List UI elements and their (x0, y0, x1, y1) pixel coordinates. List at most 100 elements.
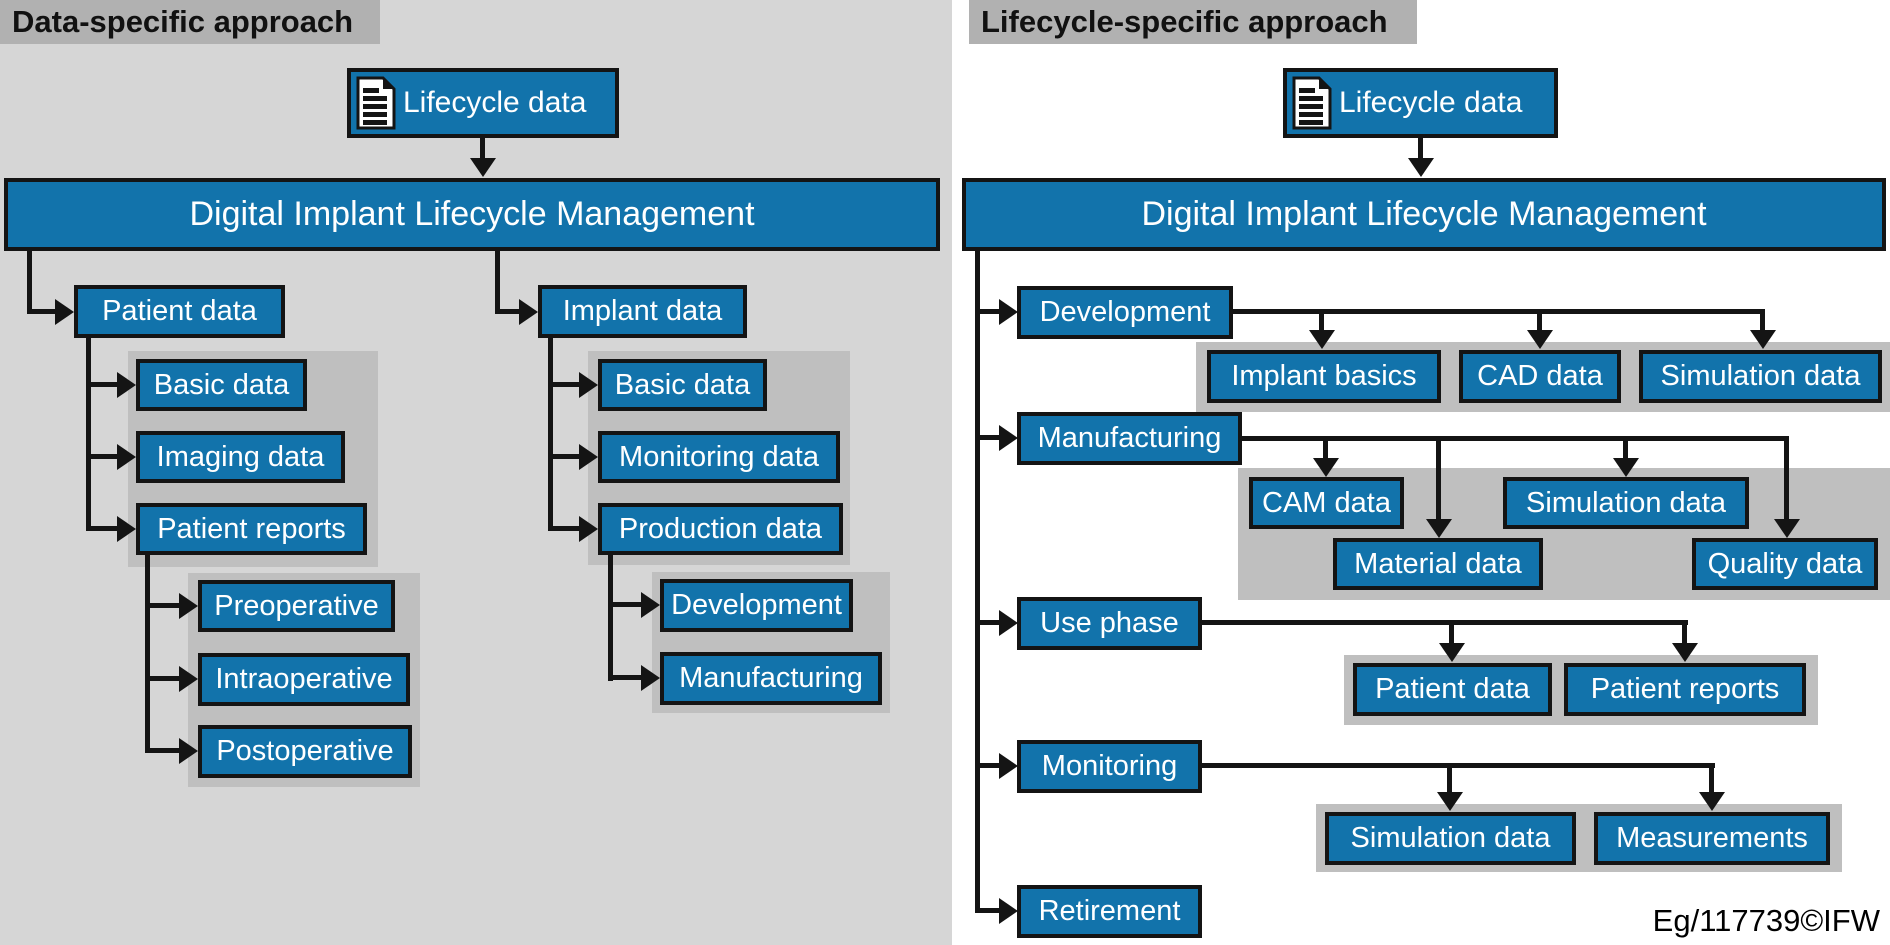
arrow-down (1527, 330, 1553, 349)
arrow-right (179, 666, 198, 692)
connector-line (1449, 623, 1454, 643)
arrow-down (1437, 792, 1463, 811)
arrow-down (1408, 158, 1434, 177)
node-lifecycle-data-left: Lifecycle data (347, 68, 619, 138)
arrow-right (999, 610, 1018, 636)
arrow-right (117, 516, 136, 542)
connector-line (608, 675, 641, 680)
connector-line (1784, 439, 1789, 519)
node-implant-data: Implant data (538, 285, 747, 338)
node-imaging-data: Imaging data (136, 431, 345, 483)
node-patient-data: Patient data (74, 285, 285, 338)
node-phase-monitoring: Monitoring (1017, 740, 1202, 793)
connector-line (145, 748, 179, 753)
arrow-down (1313, 458, 1339, 477)
arrow-right (117, 444, 136, 470)
connector-line (975, 435, 999, 440)
node-manufacturing-left: Manufacturing (660, 652, 882, 705)
arrow-right (579, 516, 598, 542)
connector-line (548, 526, 579, 531)
node-development-left: Development (660, 579, 853, 632)
connector-line (495, 309, 519, 314)
arrow-right (641, 592, 660, 618)
connector-line (1233, 309, 1765, 314)
connector-line (1760, 312, 1765, 330)
node-simulation-data-development: Simulation data (1639, 350, 1882, 403)
arrow-right (641, 665, 660, 691)
connector-line (27, 251, 32, 314)
connector-line (608, 555, 613, 681)
connector-line (1682, 623, 1687, 643)
node-cam-data: CAM data (1249, 477, 1404, 529)
document-icon (1292, 76, 1332, 130)
node-simulation-data-monitoring: Simulation data (1325, 812, 1576, 865)
node-patient-reports-use-phase: Patient reports (1564, 663, 1806, 716)
connector-line (1537, 312, 1542, 330)
connector-line (608, 602, 641, 607)
arrow-down (470, 158, 496, 177)
arrow-down (1774, 519, 1800, 538)
connector-line (495, 251, 500, 314)
node-lifecycle-data-right: Lifecycle data (1283, 68, 1558, 138)
connector-line (1323, 439, 1328, 458)
node-implant-basics: Implant basics (1207, 350, 1441, 403)
arrow-right (579, 444, 598, 470)
node-label: Lifecycle data (1339, 86, 1523, 119)
node-postoperative: Postoperative (198, 725, 412, 778)
connector-line (548, 338, 553, 531)
connector-line (975, 251, 980, 913)
left-section-title: Data-specific approach (0, 0, 380, 44)
node-basic-data-implant: Basic data (598, 359, 767, 411)
node-patient-data-use-phase: Patient data (1353, 663, 1552, 716)
connector-line (1709, 766, 1714, 793)
connector-line (145, 603, 179, 608)
connector-line (975, 309, 999, 314)
node-monitoring-data: Monitoring data (598, 431, 840, 483)
node-phase-retirement: Retirement (1017, 885, 1202, 938)
arrow-right (179, 738, 198, 764)
connector-line (548, 454, 579, 459)
arrow-right (999, 425, 1018, 451)
arrow-down (1439, 643, 1465, 662)
node-material-data: Material data (1333, 538, 1543, 590)
node-intraoperative: Intraoperative (198, 653, 410, 706)
connector-line (1202, 620, 1688, 625)
node-quality-data: Quality data (1692, 538, 1878, 590)
connector-line (1436, 439, 1441, 519)
arrow-right (999, 753, 1018, 779)
connector-line (548, 382, 579, 387)
arrow-down (1672, 643, 1698, 662)
arrow-down (1426, 519, 1452, 538)
connector-line (86, 526, 117, 531)
connector-line (975, 763, 999, 768)
right-section-title: Lifecycle-specific approach (969, 0, 1417, 44)
connector-line (1242, 436, 1789, 441)
arrow-right (999, 299, 1018, 325)
arrow-right (55, 299, 74, 325)
connector-line (480, 138, 485, 160)
arrow-down (1750, 330, 1776, 349)
node-production-data: Production data (598, 503, 843, 555)
connector-line (145, 555, 150, 753)
connector-line (975, 620, 999, 625)
connector-line (1418, 138, 1423, 160)
node-phase-development: Development (1017, 286, 1233, 339)
node-basic-data-patient: Basic data (136, 359, 307, 411)
bar-dilm-right: Digital Implant Lifecycle Management (962, 178, 1886, 251)
arrow-right (179, 593, 198, 619)
connector-line (1202, 763, 1715, 768)
node-measurements: Measurements (1594, 812, 1830, 865)
bar-dilm-left: Digital Implant Lifecycle Management (4, 178, 940, 251)
node-label: Lifecycle data (403, 86, 587, 119)
connector-line (86, 454, 117, 459)
connector-line (975, 908, 999, 913)
connector-line (86, 382, 117, 387)
connector-line (1319, 312, 1324, 330)
node-phase-use-phase: Use phase (1017, 597, 1202, 650)
arrow-down (1699, 792, 1725, 811)
document-icon (356, 76, 396, 130)
node-cad-data: CAD data (1459, 350, 1621, 403)
connector-line (1447, 766, 1452, 793)
node-simulation-data-manufacturing: Simulation data (1503, 477, 1749, 529)
